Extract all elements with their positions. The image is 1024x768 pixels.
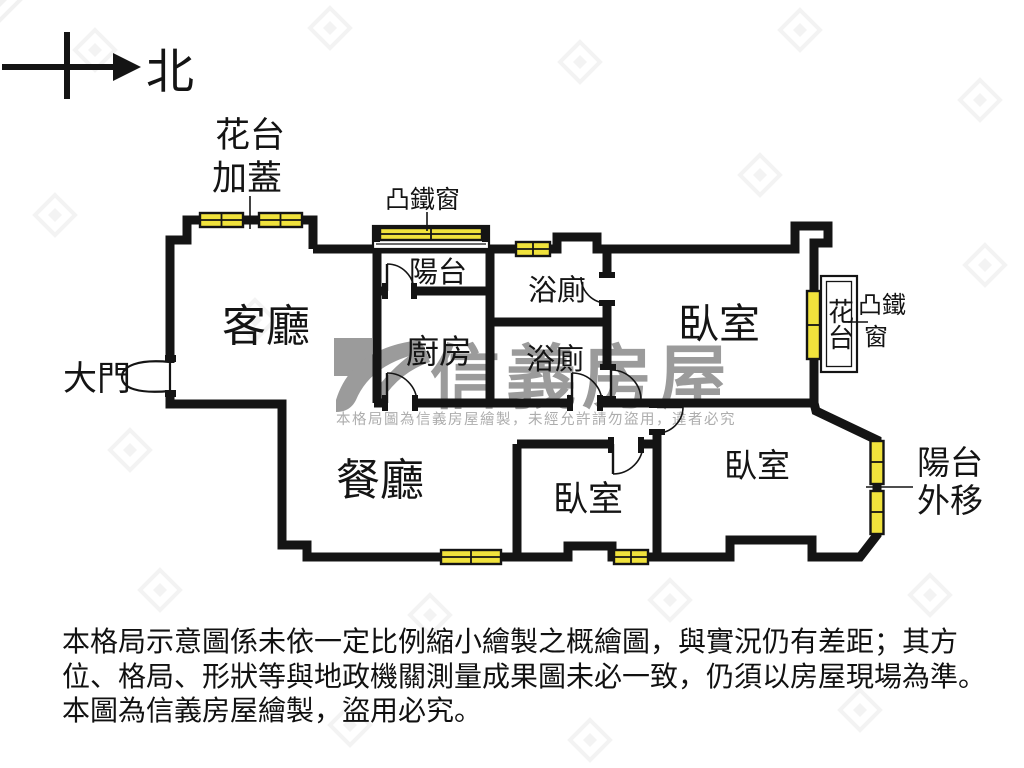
doors	[120, 263, 684, 475]
north-label: 北	[146, 46, 194, 99]
main-door-leaf	[120, 360, 172, 393]
window	[869, 489, 885, 536]
label-flower-cover-line2: 加蓋	[212, 159, 282, 198]
windows	[198, 211, 885, 566]
disclaimer-line-1: 本格局示意圖係未依一定比例縮小繪製之概繪圖，與實況仍有差距；其方	[62, 627, 959, 658]
background-watermark-pattern	[0, 0, 23, 23]
door-jamb	[165, 390, 176, 397]
iron-window-box-top	[371, 224, 491, 251]
label-iron-window-right-line2: 窗	[864, 324, 888, 351]
room-label-bath-upper: 浴廁	[528, 274, 586, 307]
window	[612, 548, 650, 566]
room-labels: 客廳 餐廳 廚房 陽台 浴廁 浴廁 臥室 臥室 臥室	[222, 256, 790, 519]
disclaimer-text: 本格局示意圖係未依一定比例縮小繪製之概繪圖，與實況仍有差距；其方 位、格局、形狀…	[62, 626, 1002, 730]
interior-walls	[372, 249, 816, 557]
watermark-notice-text: 本格局圖為信義房屋繪製，未經允許請勿盜用，違者必究	[336, 410, 736, 428]
room-label-bedroom-top-right: 臥室	[678, 301, 760, 347]
room-label-bedroom-middle: 臥室	[553, 480, 623, 519]
room-label-balcony: 陽台	[409, 256, 467, 289]
room-label-living: 客廳	[222, 302, 310, 351]
label-balcony-extended-line2: 外移	[917, 483, 983, 520]
window	[198, 211, 245, 229]
door-jamb	[165, 355, 176, 362]
label-flower-cover-line1: 花台	[215, 116, 285, 155]
room-label-dining: 餐廳	[336, 456, 424, 505]
label-iron-window-top: 凸鐵窗	[385, 186, 460, 214]
window	[514, 240, 552, 258]
exterior-walls	[165, 215, 882, 562]
label-flower-stand-box: 花台	[825, 298, 854, 350]
bedroom-tr-door-arc	[610, 369, 642, 401]
north-arrow-icon	[113, 53, 141, 81]
annotation-labels: 大門 花台 加蓋 凸鐵窗 花台 凸鐵 窗 陽台 外移	[63, 116, 983, 520]
room-label-bath-lower: 浴廁	[526, 343, 584, 376]
room-label-kitchen: 廚房	[406, 334, 472, 371]
leader-lines	[249, 196, 913, 488]
label-balcony-extended-line1: 陽台	[917, 445, 983, 482]
room-label-bedroom-bottom-right: 臥室	[724, 448, 790, 485]
flower-stand-box	[805, 274, 859, 374]
compass: 北	[2, 32, 194, 99]
window	[257, 211, 304, 229]
label-iron-window-right-line1: 凸鐵	[858, 292, 906, 319]
label-main-door: 大門	[63, 360, 131, 398]
disclaimer-line-3: 本圖為信義房屋繪製，盜用必究。	[62, 696, 483, 727]
window	[869, 439, 885, 486]
window	[439, 548, 503, 566]
disclaimer-line-2: 位、格局、形狀等與地政機關測量成果圖未必一致，仍須以房屋現場為準。	[62, 661, 987, 693]
